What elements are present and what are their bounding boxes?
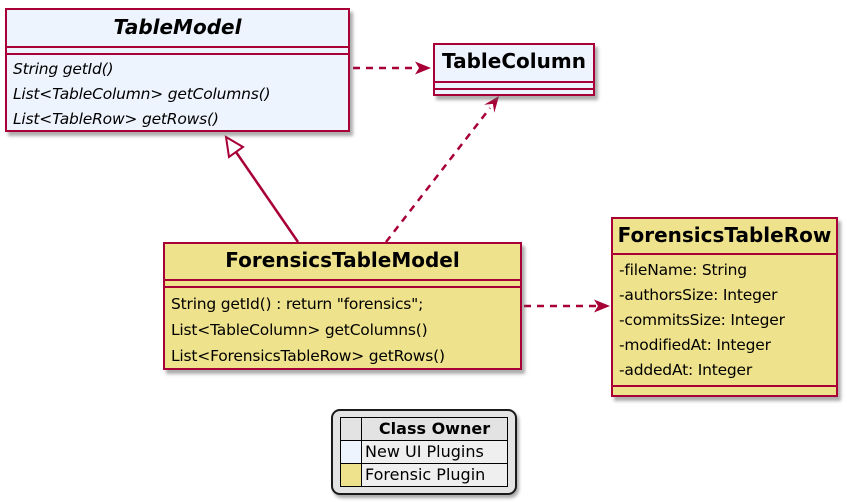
class-title: TableModel xyxy=(7,10,348,48)
fields-compartment xyxy=(435,83,593,90)
class-title: ForensicsTableRow xyxy=(613,219,836,255)
methods-compartment xyxy=(435,90,593,96)
class-box-tablecolumn: TableColumn xyxy=(433,43,595,96)
arrowhead-icon xyxy=(594,299,610,313)
relation-tablemodel-to-tablecolumn xyxy=(353,61,431,75)
methods-compartment xyxy=(613,387,836,397)
class-box-forensicstablemodel: ForensicsTableModel String getId() : ret… xyxy=(163,242,522,370)
fields-compartment xyxy=(165,281,520,288)
legend-title: Class Owner xyxy=(361,417,508,441)
legend-header-swatch xyxy=(340,417,362,441)
class-field: -fileName: String xyxy=(619,261,747,279)
color-swatch-new-ui-plugins xyxy=(340,440,362,464)
class-field: -addedAt: Integer xyxy=(619,361,753,379)
legend-row: New UI Plugins xyxy=(340,440,508,464)
class-field: -authorsSize: Integer xyxy=(619,286,778,304)
legend-row: Forensic Plugin xyxy=(340,463,508,487)
arrowhead-icon xyxy=(415,61,431,75)
color-swatch-forensic-plugin xyxy=(340,463,362,487)
class-method: List<TableColumn> getColumns() xyxy=(171,321,428,339)
class-method: List<ForensicsTableRow> getRows() xyxy=(171,347,445,365)
class-box-forensicstablerow: ForensicsTableRow -fileName: String -aut… xyxy=(611,217,838,397)
relation-forensicstablemodel-to-tablecolumn xyxy=(385,96,499,243)
class-method: String getId() xyxy=(13,60,114,78)
inheritance-triangle-icon xyxy=(224,135,245,159)
legend-class-owner: Class Owner New UI Plugins Forensic Plug… xyxy=(331,409,517,495)
class-method: String getId() : return "forensics"; xyxy=(171,295,424,313)
fields-compartment xyxy=(7,48,348,55)
methods-compartment: String getId() List<TableColumn> getColu… xyxy=(7,55,348,132)
relation-forensicstablemodel-to-forensicstablerow xyxy=(524,299,610,313)
class-method: List<TableColumn> getColumns() xyxy=(13,85,271,103)
arrowhead-icon xyxy=(484,96,499,113)
methods-compartment: String getId() : return "forensics"; Lis… xyxy=(165,288,520,369)
class-method: List<TableRow> getRows() xyxy=(13,110,219,128)
legend-row-label: Forensic Plugin xyxy=(361,463,508,487)
legend-row-label: New UI Plugins xyxy=(361,440,508,464)
relation-forensicstablemodel-extends-tablemodel xyxy=(224,135,300,243)
legend-table: Class Owner New UI Plugins Forensic Plug… xyxy=(340,417,508,487)
class-field: -modifiedAt: Integer xyxy=(619,336,771,354)
class-title: ForensicsTableModel xyxy=(165,244,520,281)
class-field: -commitsSize: Integer xyxy=(619,311,785,329)
legend-header-row: Class Owner xyxy=(340,417,508,441)
class-box-tablemodel: TableModel String getId() List<TableColu… xyxy=(5,8,350,132)
fields-compartment: -fileName: String -authorsSize: Integer … xyxy=(613,255,836,387)
class-title: TableColumn xyxy=(435,45,593,83)
